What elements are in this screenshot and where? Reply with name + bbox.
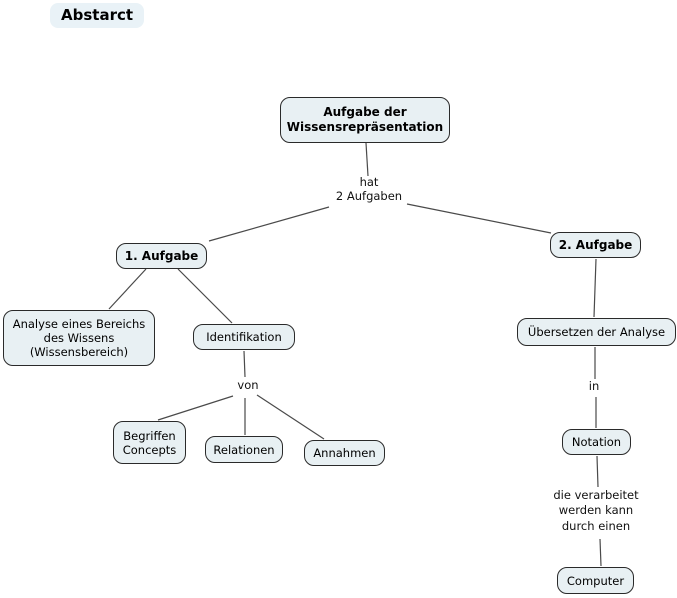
link-label-hat[interactable]: hat 2 Aufgaben (335, 175, 403, 203)
concept-node-computer[interactable]: Computer (557, 567, 634, 594)
concept-node-begriffen[interactable]: Begriffen Concepts (113, 421, 186, 464)
connector-von-to-annahmen (256, 394, 325, 440)
connector-task1-to-analyse (108, 268, 147, 310)
connector-von-to-begriffen (157, 395, 234, 421)
link-label-von[interactable]: von (237, 378, 259, 392)
connector-hat-to-task1 (208, 206, 330, 242)
concept-node-task1[interactable]: 1. Aufgabe (116, 243, 207, 269)
concept-node-uebersetzen[interactable]: Übersetzen der Analyse (517, 318, 676, 346)
concept-node-notation[interactable]: Notation (562, 429, 631, 455)
connector-notation-to-verarbeitet (596, 455, 599, 488)
map-title[interactable]: Abstarct (50, 3, 145, 28)
connector-root-to-hat (365, 142, 369, 177)
connector-task2-to-uebersetzen (593, 258, 597, 318)
connector-verarbeitet-to-computer (599, 538, 602, 567)
concept-node-relationen[interactable]: Relationen (205, 436, 283, 463)
concept-node-analyse[interactable]: Analyse eines Bereichs des Wissens (Wiss… (3, 310, 155, 366)
link-label-verarbeitet[interactable]: die verarbeitet werden kann durch einen (553, 488, 639, 533)
connector-task1-to-identifikation (177, 268, 233, 324)
concept-node-task2[interactable]: 2. Aufgabe (550, 232, 641, 258)
concept-node-identifikation[interactable]: Identifikation (193, 324, 295, 350)
connector-hat-to-task2 (406, 203, 552, 234)
connector-identifikation-to-von (243, 350, 246, 378)
concept-node-annahmen[interactable]: Annahmen (304, 440, 385, 466)
concept-node-root[interactable]: Aufgabe der Wissensrepräsentation (280, 97, 450, 143)
link-label-in[interactable]: in (588, 379, 600, 393)
